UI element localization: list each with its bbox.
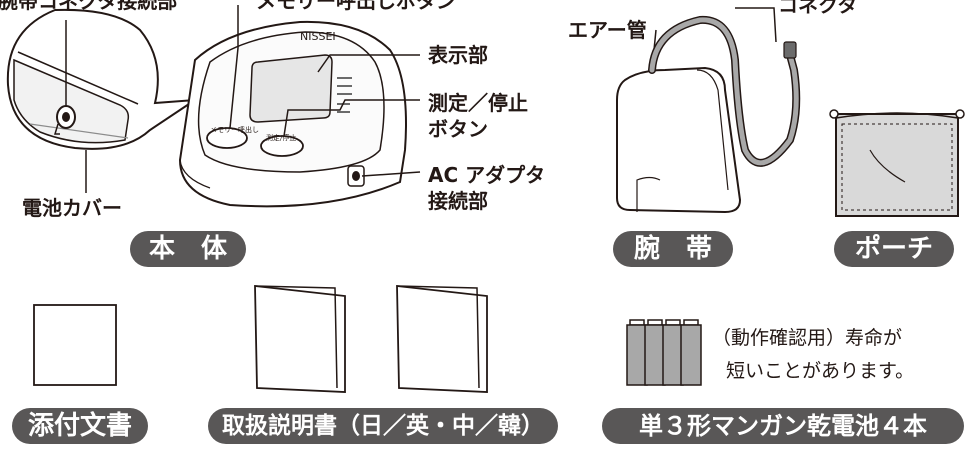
battery-note-line1: （動作確認用）寿命が [712,327,903,349]
pill-cuff: 腕 帯 [613,231,733,267]
pouch [829,109,965,217]
document-sheet [33,304,117,386]
display-label: 表示部 [428,43,488,67]
ac-adapter-label-2: 接続部 [428,189,488,213]
display-screen [249,54,333,123]
pill-documents: 添付文書 [12,408,148,444]
manual-sheet-1 [254,284,346,393]
pill-pouch: ポーチ [834,231,954,267]
air-tube [648,15,801,167]
connector-icon [783,41,797,59]
measure-stop-label-1: 測定／停止 [428,91,528,115]
batteries [626,319,702,386]
memory-button-label: メモリー呼出しボタン [256,0,456,13]
device-left-button-text: メモリー呼出し [210,125,259,134]
memory-button [206,127,248,149]
leader-lines [65,5,777,193]
connector-label: コネクタ [778,0,858,17]
remote-socket-label: 腕帯コネクタ接続部 [0,0,178,13]
remote-socket-icon [53,105,76,135]
pill-manual: 取扱説明書（日／英・中／韓） [208,408,558,444]
measure-stop-button [260,135,304,157]
device-brand-text: NISSEI [300,30,336,43]
pill-main-unit: 本 体 [130,231,246,267]
panel-side-marks [337,77,352,113]
air-tube-label: エアー管 [568,18,647,42]
measure-stop-label-2: ボタン [428,117,488,141]
cuff-sleeve [616,66,742,214]
battery-note-line2: 短いことがあります。 [726,360,915,382]
zoom-bubble [6,8,199,150]
ac-adapter-jack-icon [347,165,365,187]
manual-sheet-2 [396,284,488,393]
ac-adapter-label-1: AC アダプタ [428,163,546,187]
device-right-button-text: 測定/停止 [266,133,296,142]
battery-cover-label: 電池カバー [22,196,122,220]
pill-batteries: 単３形マンガン乾電池４本 [602,408,964,444]
